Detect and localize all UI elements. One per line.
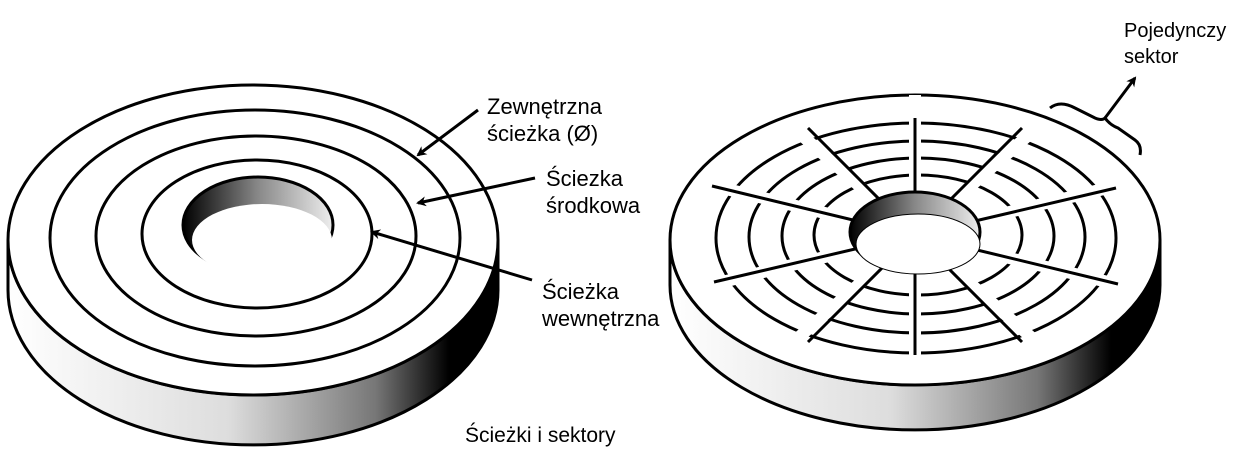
label-outer-track: Zewnętrzna ścieżka (Ø) [487, 93, 602, 147]
label-middle-track: Ściezka środkowa [546, 165, 640, 219]
spindle-hole-floor [855, 213, 981, 275]
label-single-sector: Pojedynczy sektor [1124, 18, 1226, 70]
tracks-disk [6, 83, 536, 447]
arrow-outer [416, 108, 479, 157]
track-middle [94, 134, 418, 338]
label-line: Zewnętrzna [487, 94, 602, 119]
arrow-inner [370, 229, 533, 282]
label-line: środkowa [546, 193, 641, 218]
arrow-middle [416, 176, 536, 207]
sectors-disk [668, 76, 1162, 432]
label-line: Ścieżka [542, 279, 620, 304]
label-line: sektor [1124, 46, 1179, 68]
arrow-sector [1103, 76, 1137, 119]
caption: Ścieżki i sektory [465, 424, 616, 447]
label-line: wewnętrzna [542, 306, 660, 331]
label-line: Pojedynczy [1124, 20, 1227, 42]
spindle-hole-floor [192, 204, 332, 276]
label-line: ścieżka (Ø) [487, 121, 599, 146]
label-line: Ściezka [546, 166, 624, 191]
track-outer [48, 108, 462, 368]
label-inner-track: Ścieżka wewnętrzna [542, 278, 659, 332]
